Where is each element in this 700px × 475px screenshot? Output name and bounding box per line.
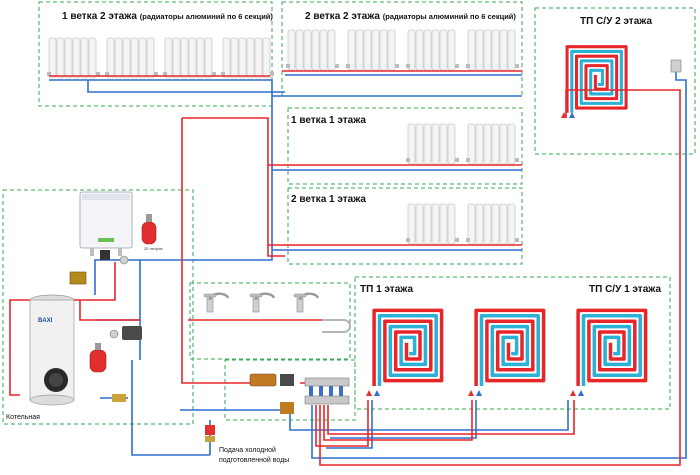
cold-water-label-line1: Подача холодной: [219, 447, 276, 454]
air-vent: [670, 59, 682, 73]
tank-brand-logo: BAXI: [38, 318, 53, 324]
mixer-taps: [202, 292, 320, 314]
loop-valves: [366, 112, 584, 396]
radiators-branch2-floor1: [405, 203, 520, 245]
boiler-room-label: Котельная: [6, 414, 40, 421]
towel-rail: [322, 319, 351, 333]
radiators-branch2-floor2: [285, 29, 520, 71]
pump-group-icons: [69, 250, 294, 414]
zone-title-text: 1 ветка 2 этажа: [62, 11, 137, 22]
supply-pipes: [9, 70, 681, 466]
zone-title-text: 2 ветка 2 этажа: [305, 11, 380, 22]
zone-note-text: (радиаторы алюминий по 6 секций): [139, 12, 273, 21]
ufh-manifold: [304, 377, 350, 405]
zone-title-branch1-floor2: 1 ветка 2 этажа (радиаторы алюминий по 6…: [62, 12, 273, 22]
floor-heating-loops-floor1: [372, 308, 648, 388]
gas-boiler: [79, 191, 133, 256]
expansion-tank-label: 25 литров: [144, 246, 163, 251]
zone-borders: [2, 1, 696, 425]
return-pipes: [49, 70, 687, 459]
radiators-branch1-floor2: [46, 37, 275, 79]
expansion-vessel-top: [141, 214, 157, 245]
zone-branch2-floor1: [287, 187, 523, 265]
zone-note-text: (радиаторы алюминий по 6 секций): [382, 12, 516, 21]
zone-title-ufh-bath-floor1: ТП С/У 1 этажа: [589, 284, 662, 295]
zone-title-ufh-bath-floor2: ТП С/У 2 этажа: [580, 16, 653, 27]
zone-ufh-bath-floor2: [534, 7, 696, 155]
zone-title-branch2-floor2: 2 ветка 2 этажа (радиаторы алюминий по 6…: [305, 12, 516, 22]
expansion-vessel-dhw: [89, 343, 107, 373]
zone-branch2-floor2: [281, 1, 523, 97]
radiators-branch1-floor1: [405, 123, 520, 165]
zone-title-branch1-floor1: 1 ветка 1 этажа: [291, 115, 366, 126]
zone-ufh-floor1: [354, 276, 671, 410]
zone-title-ufh-floor1: ТП 1 этажа: [360, 284, 414, 295]
zone-branch1-floor1: [287, 107, 523, 185]
zone-boiler-room: [2, 189, 194, 425]
zone-title-branch2-floor1: 2 ветка 1 этажа: [291, 194, 366, 205]
floor-heating-loop-bath-floor2: [565, 45, 628, 115]
cold-water-valve: [205, 425, 215, 442]
zone-taps: [189, 282, 351, 360]
cold-water-label-line2: подготовленной воды: [219, 457, 290, 464]
hot-water-tank: [29, 294, 75, 406]
